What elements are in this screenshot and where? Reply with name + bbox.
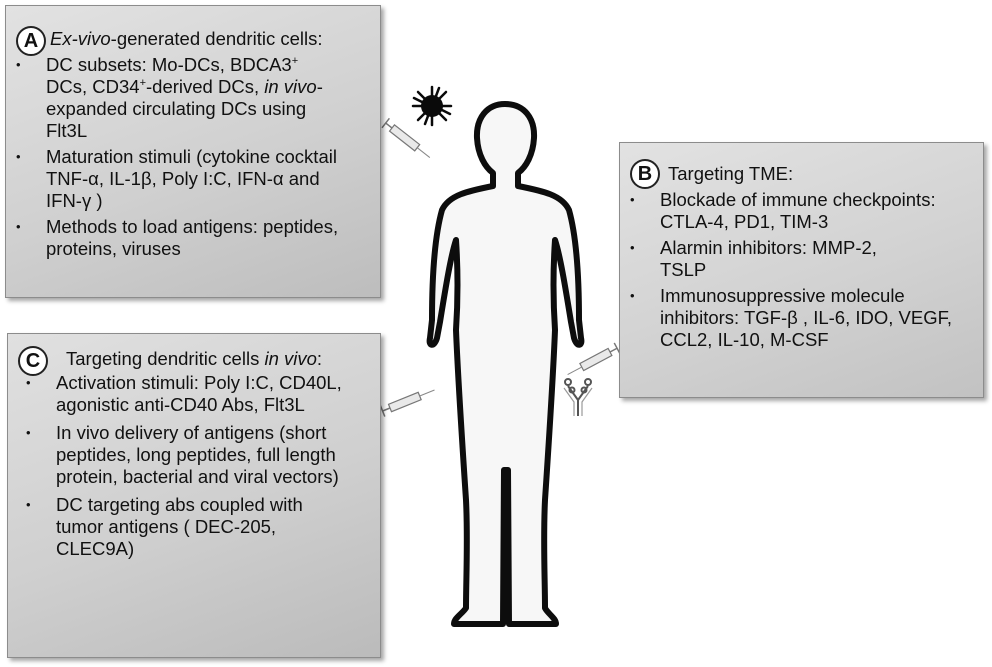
panel-a: A Ex-vivo-generated dendritic cells: DC … bbox=[5, 5, 381, 298]
list-item: DC targeting abs coupled with tumor anti… bbox=[22, 494, 346, 560]
list-item: DC subsets: Mo-DCs, BDCA3+ DCs, CD34+-de… bbox=[12, 54, 378, 142]
list-item: Maturation stimuli (cytokine cocktail TN… bbox=[12, 146, 346, 212]
panel-b-heading: Targeting TME: bbox=[668, 163, 794, 184]
panel-a-badge: A bbox=[16, 26, 46, 56]
list-item: Methods to load antigens: peptides, prot… bbox=[12, 216, 346, 260]
panel-b-list: Blockade of immune checkpoints: CTLA-4, … bbox=[626, 189, 978, 355]
panel-c: C Targeting dendritic cells in vivo: Act… bbox=[7, 333, 381, 658]
panel-c-list: Activation stimuli: Poly I:C, CD40L, ago… bbox=[22, 372, 378, 564]
syringe-icon bbox=[567, 342, 621, 375]
panel-c-heading: Targeting dendritic cells in vivo: bbox=[66, 348, 323, 369]
panel-b: B Targeting TME: Blockade of immune chec… bbox=[619, 142, 984, 398]
human-silhouette-icon bbox=[426, 101, 585, 627]
syringe-icon bbox=[381, 117, 431, 158]
list-item: Immunosuppressive molecule inhibitors: T… bbox=[626, 285, 970, 351]
list-item: In vivo delivery of antigens (short pept… bbox=[22, 422, 356, 488]
tumor-cell-icon bbox=[411, 85, 453, 127]
list-item: Blockade of immune checkpoints: CTLA-4, … bbox=[626, 189, 950, 233]
panel-a-list: DC subsets: Mo-DCs, BDCA3+ DCs, CD34+-de… bbox=[12, 54, 378, 264]
panel-b-badge: B bbox=[630, 159, 660, 189]
list-item: Alarmin inhibitors: MMP-2, TSLP bbox=[626, 237, 920, 281]
syringe-icon bbox=[379, 389, 435, 417]
panel-a-heading: Ex-vivo-generated dendritic cells: bbox=[50, 28, 323, 49]
panel-c-badge: C bbox=[18, 346, 48, 376]
antibody-icon bbox=[563, 378, 593, 416]
list-item: Activation stimuli: Poly I:C, CD40L, ago… bbox=[22, 372, 346, 416]
